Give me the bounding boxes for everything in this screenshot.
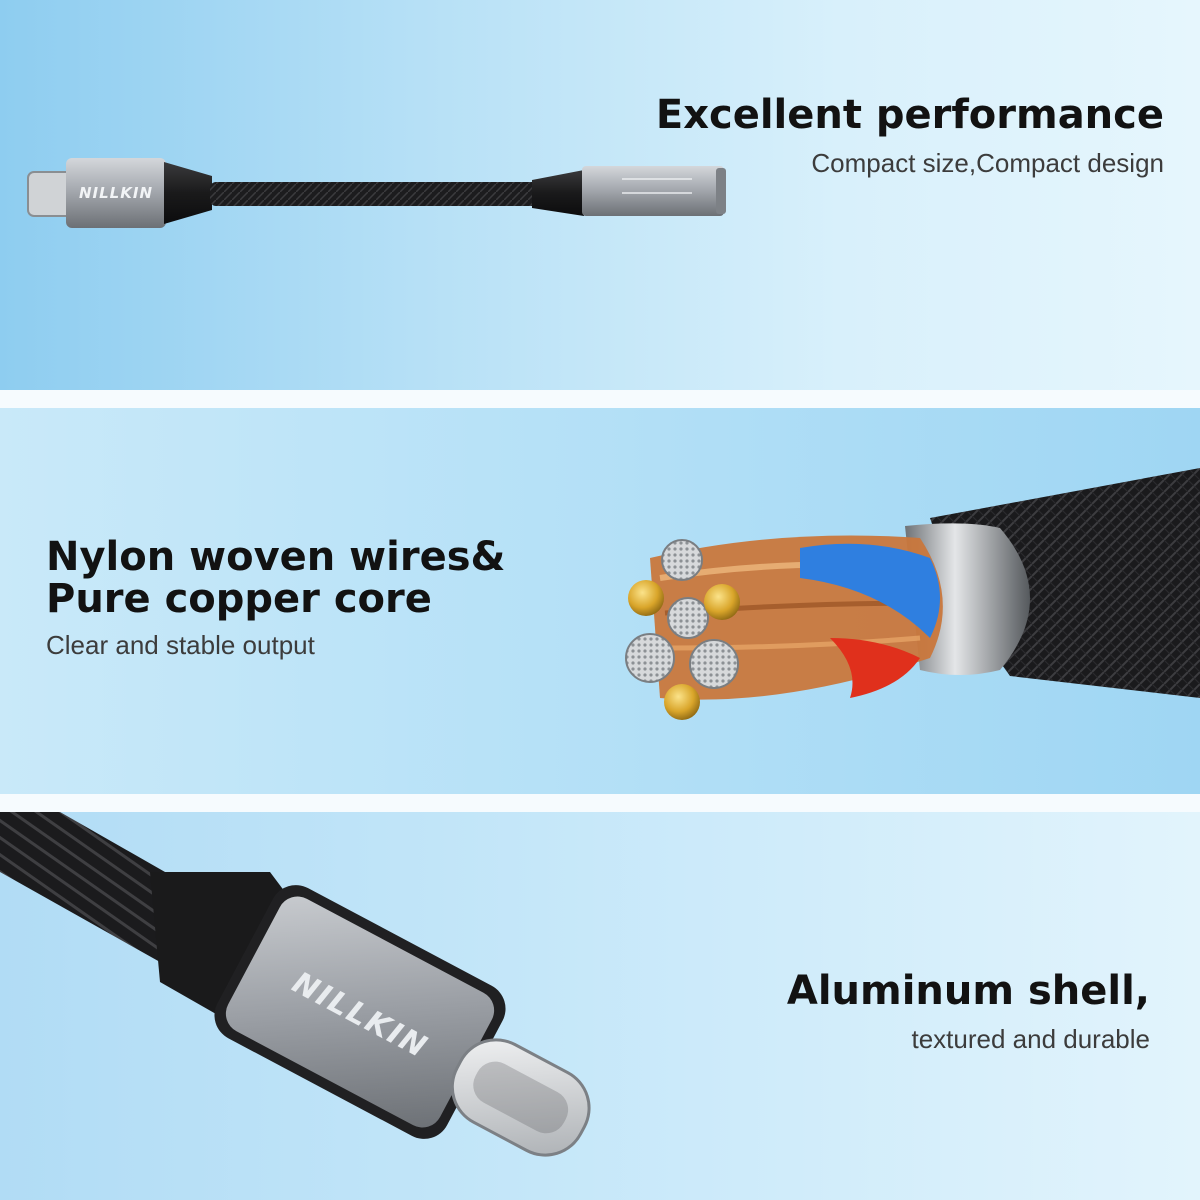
- section-subheading: textured and durable: [911, 1024, 1150, 1054]
- section-subheading: Clear and stable output: [46, 630, 315, 660]
- adapter-cable-illustration: [27, 158, 726, 228]
- section-divider: [0, 390, 1200, 408]
- usb-c-tip: [27, 171, 73, 217]
- gold-conductor-tip: [664, 684, 700, 720]
- section-nylon-copper: Nylon woven wires& Pure copper core Clea…: [0, 408, 1200, 794]
- section-aluminum-shell: NILLKIN Aluminum shell, textured and dur…: [0, 812, 1200, 1200]
- section-heading: Excellent performance: [655, 92, 1164, 138]
- jack-label: [622, 178, 692, 194]
- usb-c-brand-logo: NILLKIN: [78, 184, 153, 202]
- usb-c-housing: [66, 158, 166, 228]
- usb-c-closeup-illustration: [0, 812, 591, 1157]
- gold-conductor-tip: [704, 584, 740, 620]
- usb-c-tip: [450, 1038, 591, 1157]
- red-insulation: [830, 638, 920, 698]
- section-heading: Aluminum shell,: [786, 968, 1150, 1014]
- braided-cable: [210, 182, 540, 206]
- section-heading-line-2: Pure copper core: [46, 576, 432, 622]
- gold-conductor-tip: [628, 580, 664, 616]
- cable-cross-section-illustration: [625, 468, 1200, 720]
- braided-cable: [0, 812, 200, 962]
- aluminum-housing: [225, 896, 495, 1128]
- section-divider: [0, 794, 1200, 812]
- section-subheading: Compact size,Compact design: [811, 148, 1164, 178]
- section-heading-line-1: Nylon woven wires&: [46, 534, 506, 580]
- blue-insulation: [800, 543, 940, 638]
- section-performance: NILLKIN Excellent performance Compact si…: [0, 0, 1200, 390]
- cable-boot: [150, 872, 300, 1022]
